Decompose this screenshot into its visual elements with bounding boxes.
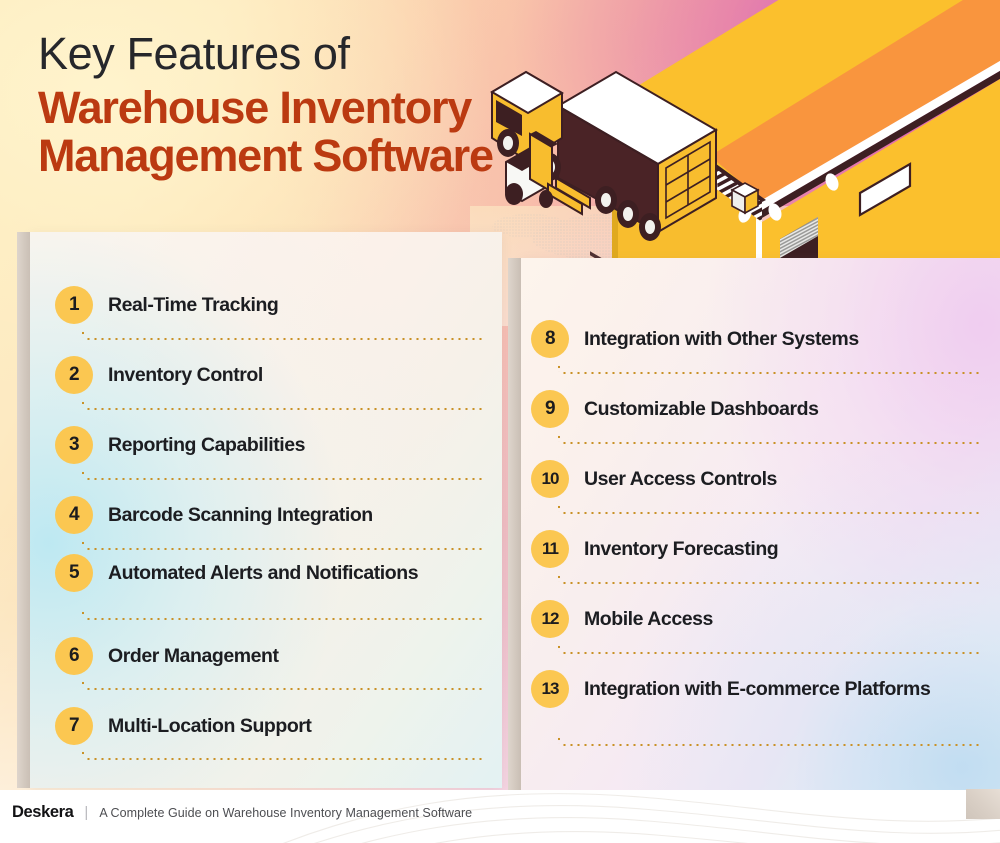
feature-divider	[561, 744, 981, 746]
footer-bar: Deskera | A Complete Guide on Warehouse …	[0, 790, 1000, 843]
feature-item[interactable]: 11 Inventory Forecasting	[521, 530, 1000, 568]
footer-tagline: A Complete Guide on Warehouse Inventory …	[99, 805, 473, 820]
feature-divider-tick	[82, 540, 84, 548]
feature-item[interactable]: 3 Reporting Capabilities	[30, 426, 502, 464]
feature-item[interactable]: 10 User Access Controls	[521, 460, 1000, 498]
feature-label: Automated Alerts and Notifications	[108, 562, 419, 584]
corner-wedge	[966, 789, 1000, 819]
feature-divider	[561, 512, 981, 514]
feature-number-badge: 1	[55, 286, 93, 324]
feature-number-badge: 11	[531, 530, 569, 568]
feature-label: Inventory Forecasting	[584, 538, 779, 560]
panel-right-3d-edge	[508, 258, 521, 812]
feature-item[interactable]: 5 Automated Alerts and Notifications	[30, 554, 502, 592]
feature-item[interactable]: 4 Barcode Scanning Integration	[30, 496, 502, 534]
feature-number-badge: 8	[531, 320, 569, 358]
feature-divider	[561, 582, 981, 584]
feature-divider-tick	[82, 330, 84, 338]
feature-item[interactable]: 2 Inventory Control	[30, 356, 502, 394]
feature-number-badge: 13	[531, 670, 569, 708]
warehouse-illustration	[470, 0, 1000, 316]
feature-label: Reporting Capabilities	[108, 434, 306, 456]
feature-divider-tick	[82, 470, 84, 478]
topographic-pattern	[282, 792, 1000, 843]
feature-label: Inventory Control	[108, 364, 263, 386]
feature-divider-tick	[558, 644, 560, 652]
feature-list-right: 8 Integration with Other Systems 9 Customiz…	[521, 258, 1000, 812]
feature-label: Barcode Scanning Integration	[108, 504, 373, 526]
feature-divider-tick	[558, 364, 560, 372]
feature-divider	[85, 758, 485, 760]
feature-item[interactable]: 6 Order Management	[30, 637, 502, 675]
feature-label: Integration with Other Systems	[584, 328, 859, 350]
feature-number-badge: 3	[55, 426, 93, 464]
feature-label: Customizable Dashboards	[584, 398, 819, 420]
feature-item[interactable]: 12 Mobile Access	[521, 600, 1000, 638]
feature-item[interactable]: 7 Multi-Location Support	[30, 707, 502, 745]
feature-divider-tick	[558, 574, 560, 582]
feature-number-badge: 9	[531, 390, 569, 428]
footer-separator: |	[84, 804, 89, 821]
features-panel-left: 1 Real-Time Tracking 2 Inventory Control 3 Re…	[17, 232, 502, 788]
feature-divider	[561, 442, 981, 444]
feature-item[interactable]: 9 Customizable Dashboards	[521, 390, 1000, 428]
feature-divider	[85, 618, 485, 620]
page-title: Key Features of Warehouse Inventory Mana…	[38, 30, 638, 181]
feature-number-badge: 12	[531, 600, 569, 638]
feature-number-badge: 2	[55, 356, 93, 394]
feature-divider	[85, 478, 485, 480]
feature-item[interactable]: 1 Real-Time Tracking	[30, 286, 502, 324]
title-line-3: Management Software	[38, 130, 494, 182]
feature-label: Order Management	[108, 645, 279, 667]
feature-label: Real-Time Tracking	[108, 294, 279, 316]
features-panel-right: 8 Integration with Other Systems 9 Customiz…	[508, 258, 1000, 812]
feature-label: User Access Controls	[584, 468, 777, 490]
feature-number-badge: 5	[55, 554, 93, 592]
feature-label: Multi-Location Support	[108, 715, 312, 737]
feature-label: Mobile Access	[584, 608, 713, 630]
feature-divider-tick	[82, 750, 84, 758]
feature-number-badge: 6	[55, 637, 93, 675]
feature-divider-tick	[558, 434, 560, 442]
feature-divider	[85, 338, 485, 340]
feature-divider	[85, 688, 485, 690]
feature-divider	[85, 408, 485, 410]
feature-number-badge: 10	[531, 460, 569, 498]
feature-divider	[561, 372, 981, 374]
footer-content: Deskera | A Complete Guide on Warehouse …	[12, 803, 472, 822]
feature-divider-tick	[82, 680, 84, 688]
panel-left-3d-edge	[17, 232, 30, 788]
feature-label: Integration with E-commerce Platforms	[584, 678, 931, 700]
forklift	[505, 131, 591, 216]
feature-divider-tick	[82, 610, 84, 618]
feature-item[interactable]: 13 Integration with E-commerce Platforms	[521, 670, 1000, 708]
feature-item[interactable]: 8 Integration with Other Systems	[521, 320, 1000, 358]
feature-divider	[561, 652, 981, 654]
title-line-2: Warehouse Inventory	[38, 81, 472, 133]
feature-number-badge: 7	[55, 707, 93, 745]
feature-divider-tick	[558, 504, 560, 512]
feature-number-badge: 4	[55, 496, 93, 534]
title-line-1: Key Features of	[38, 28, 350, 79]
deskera-logo: Deskera	[12, 803, 74, 821]
feature-divider-tick	[558, 736, 560, 744]
delivery-truck	[490, 70, 718, 282]
feature-divider	[85, 548, 485, 550]
feature-divider-tick	[82, 400, 84, 408]
feature-list-left: 1 Real-Time Tracking 2 Inventory Control 3 Re…	[30, 232, 502, 788]
